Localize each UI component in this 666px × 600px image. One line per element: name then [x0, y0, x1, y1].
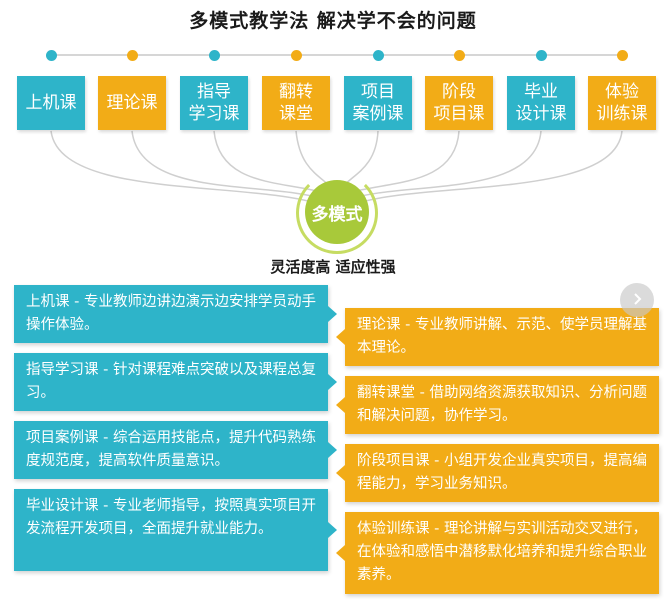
- hub-circle: 多模式: [305, 180, 369, 244]
- chevron-right-icon: [630, 291, 644, 310]
- pointer-arrow: [336, 397, 345, 413]
- hub-ring: [296, 172, 378, 254]
- pointer-arrow: [336, 545, 345, 561]
- page-title: 多模式教学法 解决学不会的问题: [189, 10, 477, 32]
- desc-shangji: 上机课 - 专业教师边讲边演示边安排学员动手操作体验。: [14, 285, 328, 343]
- timeline-dot: [454, 50, 465, 61]
- timeline-dot: [46, 50, 57, 61]
- timeline-dot: [127, 50, 138, 61]
- pointer-arrow: [328, 442, 337, 458]
- mode-box-zhidao: 指导 学习课: [180, 76, 248, 130]
- desc-jieduan: 阶段项目课 - 小组开发企业真实项目，提高编程能力，学习业务知识。: [345, 444, 659, 502]
- subtitle: 灵活度高 适应性强: [270, 258, 396, 276]
- timeline-dot: [536, 50, 547, 61]
- timeline-dot: [373, 50, 384, 61]
- mode-box-jieduan: 阶段 项目课: [425, 76, 493, 130]
- timeline-dot: [291, 50, 302, 61]
- pointer-arrow: [328, 374, 337, 390]
- desc-tiyan: 体验训练课 - 理论讲解与实训活动交叉进行，在体验和感悟中潜移默化培养和提升综合…: [345, 512, 659, 594]
- mode-box-fanzhuan: 翻转 课堂: [262, 76, 330, 130]
- pointer-arrow: [336, 329, 345, 345]
- mode-box-shangji: 上机课: [17, 76, 85, 130]
- desc-fanzhuan: 翻转课堂 - 借助网络资源获取知识、分析问题和解决问题，协作学习。: [345, 376, 659, 434]
- mode-box-tiyan: 体验 训练课: [588, 76, 656, 130]
- mode-box-biye: 毕业 设计课: [507, 76, 575, 130]
- desc-biye: 毕业设计课 - 专业老师指导，按照真实项目开发流程开发项目，全面提升就业能力。: [14, 489, 328, 571]
- pointer-arrow: [328, 306, 337, 322]
- timeline-dot: [617, 50, 628, 61]
- pointer-arrow: [328, 522, 337, 538]
- desc-xiangmu: 项目案例课 - 综合运用技能点，提升代码熟练度规范度，提高软件质量意识。: [14, 421, 328, 479]
- desc-lilun: 理论课 - 专业教师讲解、示范、使学员理解基本理论。: [345, 308, 659, 366]
- mode-box-lilun: 理论课: [98, 76, 166, 130]
- next-slide-button[interactable]: [620, 283, 654, 317]
- timeline-dot: [209, 50, 220, 61]
- mode-box-xiangmu: 项目 案例课: [344, 76, 412, 130]
- desc-zhidao: 指导学习课 - 针对课程难点突破以及课程总复习。: [14, 353, 328, 411]
- pointer-arrow: [336, 465, 345, 481]
